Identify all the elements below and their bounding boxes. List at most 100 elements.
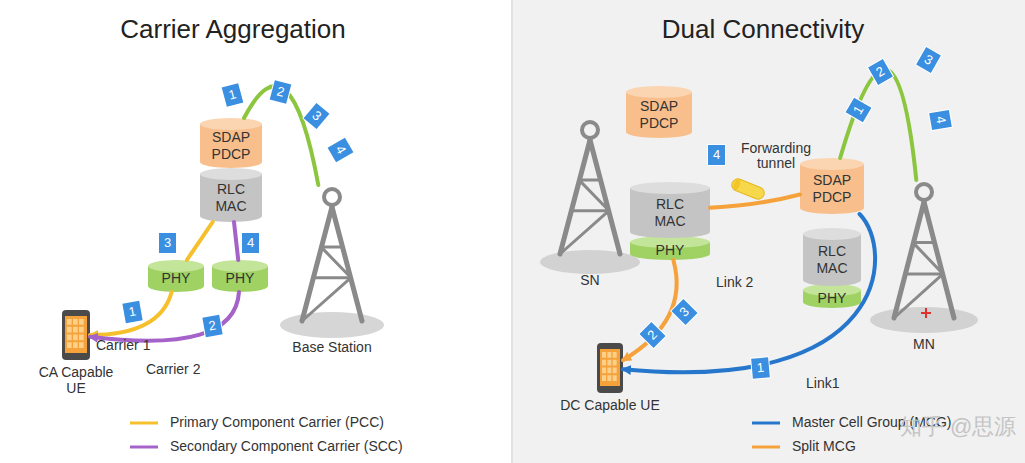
layer-name: SDAP bbox=[640, 98, 678, 115]
legend-line-sample bbox=[752, 422, 780, 425]
base-station-tower: Base Station bbox=[290, 185, 374, 335]
carrier-link-line bbox=[244, 86, 318, 185]
tower-brace bbox=[913, 243, 943, 274]
link-label: Link1 bbox=[806, 376, 839, 391]
protocol-layer: SDAPPDCP bbox=[800, 158, 864, 214]
tunnel-end bbox=[732, 178, 742, 191]
phone-app-icon bbox=[79, 335, 84, 341]
callout-number: 4 bbox=[929, 110, 952, 130]
legend-line-sample bbox=[752, 446, 780, 449]
carrier-link-line bbox=[710, 194, 800, 207]
right-panel bbox=[512, 0, 1025, 463]
layer-text-stack: SDAPPDCP bbox=[200, 123, 262, 168]
layer-text-stack: PHY bbox=[212, 265, 268, 292]
callout-number: 4 bbox=[328, 138, 354, 163]
layer-name: MAC bbox=[816, 260, 847, 277]
tower-lattice bbox=[560, 122, 620, 254]
panel-title: Carrier Aggregation bbox=[120, 14, 345, 45]
base-station-tower: SN bbox=[548, 118, 632, 268]
link-label: Carrier 1 bbox=[96, 338, 150, 353]
carrier-link-line bbox=[90, 292, 239, 341]
layer-name: PDCP bbox=[640, 115, 679, 132]
phone-app-icon bbox=[73, 327, 78, 333]
protocol-layer: SDAPPDCP bbox=[626, 86, 692, 138]
phone-app-icon bbox=[602, 375, 606, 381]
protocol-layer: RLCMAC bbox=[630, 182, 710, 238]
phone-app-icon bbox=[613, 368, 617, 374]
tower-leg bbox=[560, 140, 590, 254]
phone-app-icon bbox=[79, 319, 84, 325]
legend-line-sample bbox=[130, 446, 158, 449]
tower-brace bbox=[321, 247, 351, 278]
node-caption: Base Station bbox=[292, 339, 371, 355]
layer-name: PDCP bbox=[212, 146, 251, 163]
tower-brace bbox=[894, 274, 943, 318]
protocol-layer: PHY bbox=[212, 260, 268, 292]
layer-name: MAC bbox=[654, 213, 685, 230]
tower-brace bbox=[322, 245, 343, 248]
panel-divider bbox=[511, 0, 513, 463]
phone-app-icon bbox=[613, 352, 617, 358]
layer-name: PHY bbox=[162, 270, 191, 287]
tower-leg bbox=[302, 207, 332, 321]
callout-number: 1 bbox=[751, 357, 770, 378]
legend-text: Secondary Component Carrier (SCC) bbox=[170, 438, 403, 454]
phone-app-icon bbox=[602, 352, 606, 358]
tower-shape bbox=[882, 180, 966, 332]
carrier-link-line bbox=[90, 292, 172, 335]
cylinder-body bbox=[200, 124, 262, 168]
cylinder-top bbox=[626, 86, 692, 98]
node-caption: DC Capable UE bbox=[545, 397, 675, 413]
tower-brace bbox=[302, 278, 351, 321]
base-station-tower: MN bbox=[882, 180, 966, 332]
layer-text-stack: SDAPPDCP bbox=[800, 163, 864, 214]
phone-app-icon bbox=[67, 342, 72, 348]
layer-text-stack: PHY bbox=[803, 289, 861, 308]
phone-app-icon bbox=[607, 375, 611, 381]
carrier-link-line bbox=[840, 69, 916, 180]
layer-name: RLC bbox=[818, 243, 846, 260]
node-name: MN bbox=[913, 336, 935, 352]
link-label: Forwarding tunnel bbox=[740, 141, 812, 171]
node-caption: MN bbox=[913, 336, 935, 352]
protocol-layer: RLCMAC bbox=[803, 228, 861, 286]
carrier-link-line bbox=[187, 222, 213, 260]
layer-name: PHY bbox=[226, 270, 255, 287]
protocol-layer: SDAPPDCP bbox=[200, 118, 262, 168]
phone-app-icon bbox=[607, 368, 611, 374]
tower-brace bbox=[579, 180, 609, 211]
layer-text-stack: RLCMAC bbox=[803, 233, 861, 286]
cylinder-top bbox=[800, 158, 864, 170]
protocol-layer: PHY bbox=[803, 284, 861, 308]
tower-lattice bbox=[302, 189, 362, 321]
node-name: SN bbox=[580, 272, 599, 288]
callout-number: 1 bbox=[122, 301, 142, 324]
callout-number: 1 bbox=[222, 83, 244, 107]
phone-app-icon bbox=[602, 360, 606, 366]
tower-antenna bbox=[916, 184, 932, 200]
tower-antenna bbox=[582, 122, 598, 138]
phone-app-icon bbox=[79, 342, 84, 348]
callout-number: 4 bbox=[708, 145, 725, 165]
cylinder-top bbox=[200, 168, 262, 180]
user-equipment: DC Capable UE bbox=[597, 343, 623, 393]
cylinder-body bbox=[803, 234, 861, 286]
link-label: Carrier 2 bbox=[146, 362, 200, 377]
cylinder-top bbox=[630, 182, 710, 194]
phone-screen bbox=[65, 316, 87, 353]
tower-brace bbox=[914, 241, 935, 244]
red-plus-mark bbox=[921, 308, 931, 318]
phone-app-icon bbox=[73, 342, 78, 348]
phone-screen bbox=[600, 349, 620, 386]
node-name: CA Capable UE bbox=[36, 364, 116, 396]
phone-body bbox=[597, 343, 623, 393]
layer-text-stack: PHY bbox=[148, 265, 204, 292]
layer-name: SDAP bbox=[212, 129, 250, 146]
phone-app-icon bbox=[73, 335, 78, 341]
user-equipment: CA Capable UE bbox=[62, 310, 90, 360]
tower-shape bbox=[548, 118, 632, 268]
callout-number: 4 bbox=[242, 233, 259, 253]
watermark: 知乎 @思源 bbox=[900, 412, 1016, 442]
tower-brace bbox=[905, 272, 942, 275]
